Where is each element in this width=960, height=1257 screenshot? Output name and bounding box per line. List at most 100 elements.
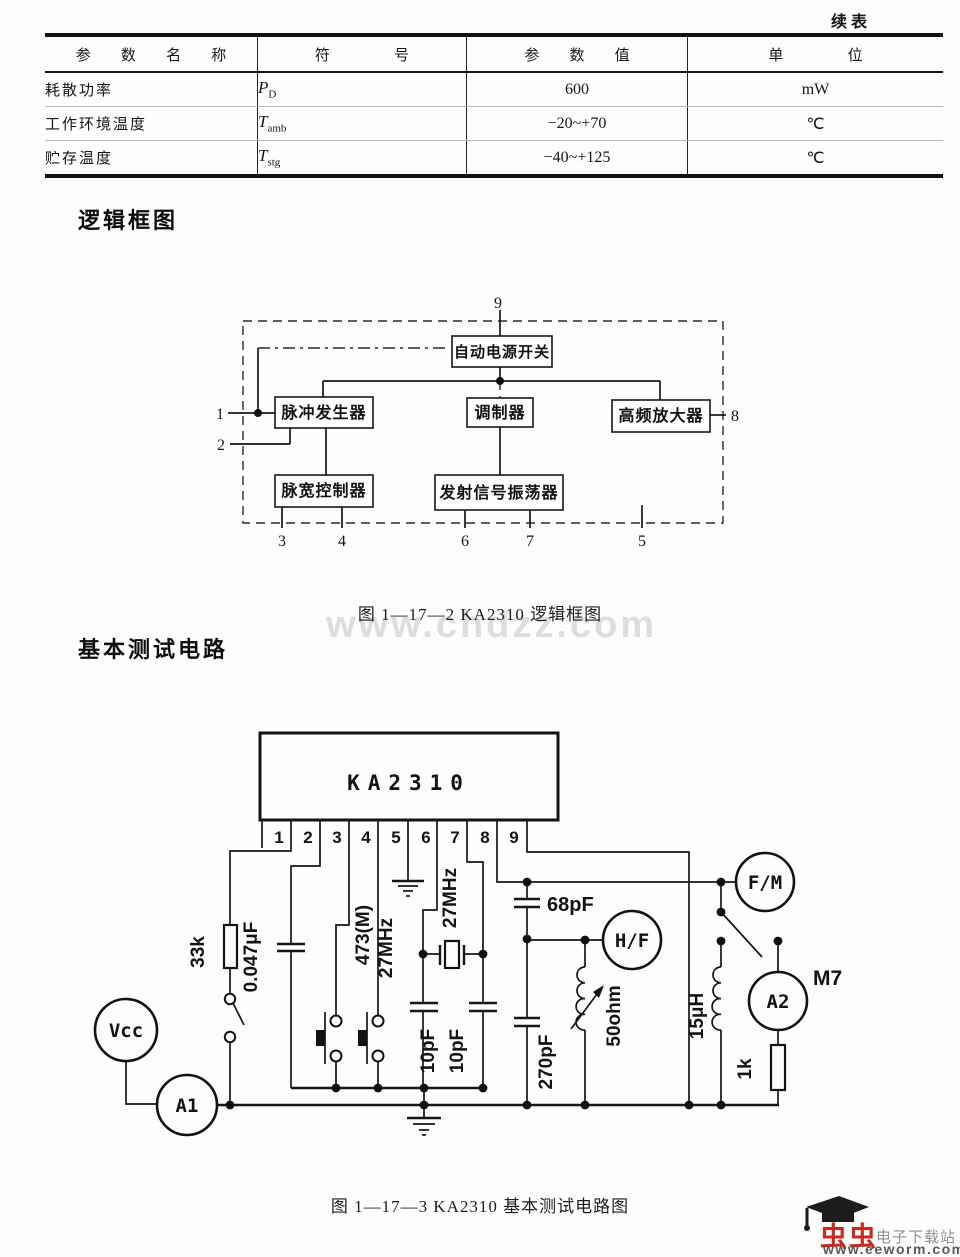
- chip-pin-8: 8: [480, 828, 489, 847]
- block-power-switch-label: 自动电源开关: [454, 343, 550, 361]
- label-10pf-b: 10pF: [447, 1029, 468, 1073]
- node-hf: H/F: [601, 909, 663, 971]
- logic-pin-8: 8: [731, 408, 739, 425]
- table-row: 耗散功率 PD 600 mW: [45, 72, 943, 107]
- variable-resistor-50ohm: [570, 966, 604, 1031]
- logic-pin-2: 2: [217, 437, 225, 454]
- param-name: 贮存温度: [45, 140, 258, 176]
- crystal-symbol: [438, 939, 466, 970]
- push-button-2: [358, 1012, 385, 1064]
- label-m7: M7: [813, 967, 842, 990]
- label-270pf: 270pF: [536, 1035, 557, 1090]
- param-symbol: PD: [257, 72, 467, 107]
- logic-block-diagram: 自动电源开关 脉冲发生器 调制器 高频放大器 脉宽控制器 发射信号振荡器 9 1…: [216, 295, 739, 550]
- symbol-base: P: [258, 78, 269, 98]
- param-unit: ℃: [687, 106, 943, 141]
- capacitor-10pf-1: [410, 1001, 438, 1013]
- param-name: 工作环境温度: [45, 106, 258, 141]
- capacitor-10pf-2: [469, 1001, 497, 1013]
- node-a1-label: A1: [176, 1095, 199, 1117]
- param-unit: ℃: [806, 149, 825, 167]
- table-header-row: 参 数 名 称 符 号 参 数 值 单 位: [45, 35, 943, 73]
- chip-pin-3: 3: [332, 828, 341, 847]
- resistor-33k: [222, 923, 239, 970]
- col-header-value: 参 数 值: [466, 35, 688, 73]
- block-modulator: [466, 397, 534, 428]
- capacitor-0047: [277, 942, 305, 953]
- power-switch-symbol: [223, 992, 245, 1044]
- label-33k: 33k: [188, 936, 209, 968]
- inductor-15uh: [711, 966, 722, 1031]
- table-row: 工作环境温度 Tamb −20~+70 ℃: [45, 106, 943, 141]
- block-modulator-label: 调制器: [474, 404, 525, 422]
- logic-pin-1: 1: [216, 406, 224, 423]
- table-row: 贮存温度 Tstg −40~+125 ℃: [45, 140, 943, 176]
- capacitor-68pf: [514, 897, 540, 909]
- logic-blocks: 自动电源开关 脉冲发生器 调制器 高频放大器 脉宽控制器 发射信号振荡器: [274, 335, 711, 511]
- ground-symbol-main: [407, 1116, 441, 1136]
- logic-diagram-caption: 图 1—17—2 KA2310 逻辑框图: [357, 605, 603, 624]
- symbol-base: T: [258, 112, 268, 132]
- col-header-unit: 单 位: [687, 35, 943, 73]
- parameter-table: 参 数 名 称 符 号 参 数 值 单 位 耗散功率 PD 600 mW 工作环…: [45, 33, 943, 178]
- label-27mhz-a: 27MHz: [376, 918, 397, 978]
- block-pulse-width-controller-label: 脉宽控制器: [280, 481, 366, 500]
- logic-pin-7: 7: [526, 533, 534, 550]
- resistor-1k: [769, 1043, 787, 1092]
- logic-pin-6: 6: [461, 533, 469, 550]
- block-hf-amplifier-label: 高频放大器: [618, 406, 703, 425]
- chip-label: KA2310: [347, 771, 471, 795]
- param-unit: mW: [687, 72, 943, 107]
- test-circuit-heading: 基本测试电路: [78, 637, 229, 662]
- logic-pin-5: 5: [638, 533, 646, 550]
- brand-suffix: 电子下载站: [876, 1229, 957, 1246]
- logic-wires: [228, 310, 726, 528]
- node-a2: A2: [747, 970, 809, 1032]
- chip-body: [258, 731, 560, 822]
- logic-pin-9: 9: [494, 295, 502, 312]
- chip-pin-cells: [261, 820, 528, 848]
- node-a2-label: A2: [767, 991, 790, 1013]
- label-10pf-a: 10pF: [418, 1029, 439, 1073]
- push-button-1: [316, 1012, 343, 1064]
- brand-name-cn: 虫虫: [820, 1222, 878, 1252]
- ground-symbol-pin5: [392, 879, 424, 897]
- capacitor-270pf: [514, 1016, 540, 1028]
- chip-pin-6: 6: [421, 828, 430, 847]
- node-a1: A1: [155, 1073, 219, 1137]
- param-name: 耗散功率: [45, 72, 258, 107]
- watermark: www.chdzz.com: [326, 604, 658, 646]
- node-vcc-label: Vcc: [109, 1020, 143, 1042]
- node-vcc: Vcc: [93, 997, 159, 1063]
- logic-pin-numbers: 9 1 2 8 3 4 6 7 5: [216, 295, 739, 550]
- label-1k: 1k: [735, 1058, 756, 1080]
- param-symbol: Tstg: [257, 140, 467, 176]
- component-labels: 33k 0.047μF 473(M) 27MHz 27MHz 10pF 10pF…: [188, 868, 842, 1090]
- brand-url: www.eeworm.com: [823, 1241, 960, 1257]
- block-tx-oscillator: [434, 474, 564, 511]
- param-value: −20~+70: [466, 106, 688, 141]
- node-fm-label: F/M: [748, 872, 782, 894]
- label-68pf: 68pF: [547, 894, 594, 916]
- label-15uh: 15μH: [687, 993, 708, 1039]
- chip-pin-7: 7: [450, 828, 459, 847]
- block-pulse-width-controller: [274, 474, 374, 508]
- label-50ohm: 50ohm: [604, 985, 625, 1046]
- col-header-name: 参 数 名 称: [45, 35, 258, 73]
- logic-pin-3: 3: [278, 533, 286, 550]
- chip-pin-numbers: 1 2 3 4 5 6 7 8 9: [274, 828, 518, 847]
- junction-dots: [225, 877, 783, 1110]
- block-pulse-generator-label: 脉冲发生器: [280, 403, 366, 422]
- param-value: 600: [466, 72, 688, 107]
- param-symbol: Tamb: [257, 106, 467, 141]
- continued-table-label: 续表: [831, 14, 872, 31]
- node-hf-label: H/F: [615, 930, 649, 952]
- label-473m: 473(M): [353, 905, 374, 965]
- node-fm: F/M: [734, 851, 796, 913]
- symbol-sub: D: [268, 88, 277, 101]
- chip-pin-5: 5: [391, 828, 400, 847]
- block-hf-amplifier: [611, 399, 711, 433]
- symbol-sub: stg: [267, 156, 281, 169]
- logic-diagram-heading: 逻辑框图: [78, 208, 179, 233]
